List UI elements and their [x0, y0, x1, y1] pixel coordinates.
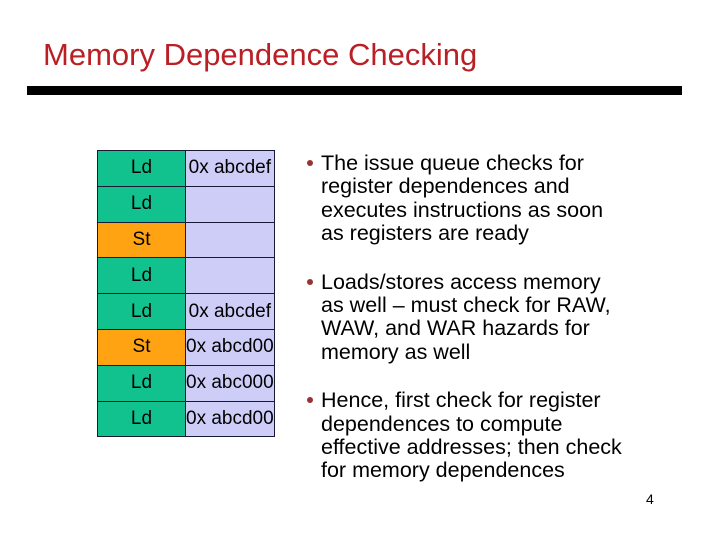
title-rule [27, 86, 682, 95]
bullet-item: The issue queue checks for register depe… [300, 151, 685, 246]
bullet-icon [307, 278, 313, 285]
bullet-line: effective addresses; then check [321, 435, 622, 460]
bullet-line: WAW, and WAR hazards for [321, 316, 590, 341]
addr-cell [185, 221, 275, 259]
bullet-line: register dependences and [321, 174, 570, 199]
table-row: Ld 0x abcd00 [97, 400, 275, 438]
addr-cell: 0x abcd00 [185, 400, 275, 438]
op-cell: Ld [97, 150, 186, 187]
bullet-line: as well – must check for RAW, [321, 293, 611, 318]
bullet-icon [307, 160, 313, 166]
bullet-line: dependences to compute [321, 411, 563, 436]
addr-cell: 0x abcdef [185, 150, 275, 187]
bullet-line: Loads/stores access memory [321, 269, 601, 294]
addr-cell [185, 257, 275, 295]
op-cell: Ld [97, 293, 186, 330]
table-row: St [97, 221, 275, 259]
op-cell: St [97, 328, 186, 366]
bullet-list: The issue queue checks for register depe… [300, 151, 685, 508]
addr-cell: 0x abcd00 [185, 328, 275, 366]
addr-cell [185, 185, 275, 223]
addr-cell: 0x abcdef [185, 293, 275, 330]
bullet-icon [307, 397, 313, 404]
page-title: Memory Dependence Checking [43, 37, 478, 72]
issue-queue-table: Ld 0x abcdef Ld St Ld Ld 0x abcdef St 0 [97, 150, 275, 438]
bullet-line: The issue queue checks for [321, 151, 584, 175]
op-cell: Ld [97, 400, 186, 438]
op-cell: St [97, 221, 186, 259]
table-row: Ld 0x abcdef [97, 293, 275, 330]
op-cell: Ld [97, 364, 186, 402]
bullet-line: memory as well [321, 339, 471, 364]
bullet-line: executes instructions as soon [321, 197, 604, 222]
table-row: Ld [97, 257, 275, 295]
bullet-line: Hence, first check for register [321, 388, 601, 413]
table-row: St 0x abcd00 [97, 328, 275, 366]
op-cell: Ld [97, 185, 186, 223]
bullet-item: Hence, first check for register dependen… [300, 388, 685, 483]
bullet-item: Loads/stores access memory as well – mus… [300, 269, 685, 365]
op-cell: Ld [97, 257, 186, 295]
page-number: 4 [646, 491, 654, 507]
table-row: Ld 0x abcdef [97, 150, 275, 187]
bullet-line: as registers are ready [321, 221, 529, 246]
addr-cell: 0x abc000 [185, 364, 275, 402]
bullet-line: for memory dependences [321, 458, 565, 483]
table-row: Ld [97, 185, 275, 223]
table-row: Ld 0x abc000 [97, 364, 275, 402]
